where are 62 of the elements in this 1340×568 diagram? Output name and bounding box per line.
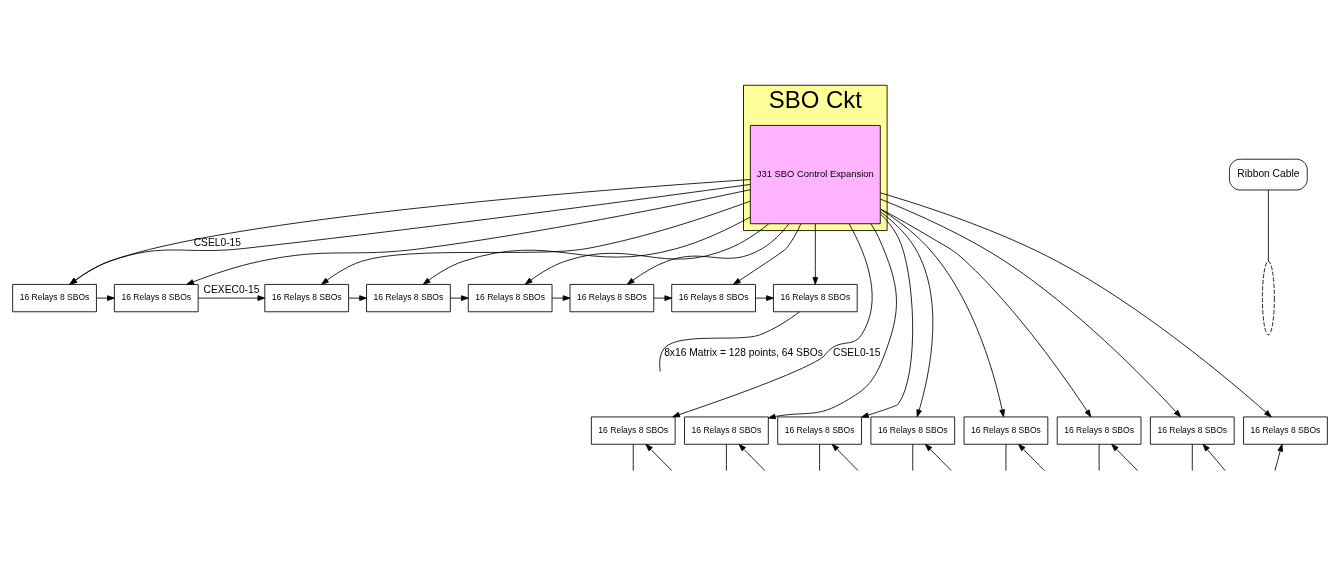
connector xyxy=(1005,443,1007,471)
arrow xyxy=(879,192,1272,418)
node-box: 16 Relays 8 SBOs xyxy=(870,416,956,445)
arrow xyxy=(653,295,673,301)
arrow xyxy=(1202,443,1226,471)
connector xyxy=(1267,189,1269,262)
node-box: 16 Relays 8 SBOs xyxy=(777,416,862,445)
edge-label: CEXEC0-15 xyxy=(203,283,260,295)
connector xyxy=(912,443,914,471)
node-box: Ribbon Cable xyxy=(1229,158,1308,191)
connector xyxy=(819,443,820,471)
node-ellipse xyxy=(1261,260,1275,336)
arrow xyxy=(672,223,873,418)
node-box: 16 Relays 8 SBOs xyxy=(264,284,349,313)
node-box: 16 Relays 8 SBOs xyxy=(569,284,655,313)
node-box: 16 Relays 8 SBOs xyxy=(684,416,769,445)
node-box: 16 Relays 8 SBOs xyxy=(113,284,199,313)
arrow xyxy=(321,200,751,285)
arrow xyxy=(422,216,751,285)
connector xyxy=(726,443,727,471)
arrow xyxy=(1274,443,1283,471)
arrow xyxy=(924,443,952,471)
node-box: 16 Relays 8 SBOs xyxy=(366,284,451,313)
connector xyxy=(1191,443,1193,471)
connector xyxy=(659,311,800,372)
node-box: 16 Relays 8 SBOs xyxy=(1243,416,1328,445)
arrow xyxy=(879,208,1092,418)
node-box: 16 Relays 8 SBOs xyxy=(467,284,553,313)
arrow xyxy=(186,189,751,285)
arrow xyxy=(348,295,367,301)
connector xyxy=(632,443,634,471)
arrow xyxy=(733,223,802,285)
arrow xyxy=(767,223,897,420)
node-box: J31 SBO Control Expansion xyxy=(749,125,881,225)
edge-label: 8x16 Matrix = 128 points, 64 SBOs xyxy=(664,346,823,358)
arrow xyxy=(880,198,1182,418)
arrow xyxy=(96,295,115,301)
arrow xyxy=(879,211,934,418)
edge-label: CSEL0-15 xyxy=(193,236,242,248)
connector xyxy=(1098,443,1100,471)
arrow xyxy=(738,443,766,471)
node-box: 16 Relays 8 SBOs xyxy=(1056,416,1142,445)
edge-label: CSEL0-15 xyxy=(833,346,881,358)
arrow xyxy=(861,213,914,418)
node-box: 16 Relays 8 SBOs xyxy=(1149,416,1235,445)
arrow xyxy=(831,443,859,471)
node-box: 16 Relays 8 SBOs xyxy=(671,284,756,313)
arrow xyxy=(450,295,469,301)
arrow xyxy=(626,223,790,285)
node-box: 16 Relays 8 SBOs xyxy=(590,416,676,445)
node-box: 16 Relays 8 SBOs xyxy=(773,284,858,313)
arrow xyxy=(551,295,571,301)
arrow xyxy=(755,295,774,301)
arrow xyxy=(1111,443,1138,471)
node-box: 16 Relays 8 SBOs xyxy=(963,416,1049,445)
arrow xyxy=(1018,443,1045,471)
arrow xyxy=(197,295,266,301)
arrow xyxy=(524,223,770,285)
arrow xyxy=(645,443,673,471)
arrow xyxy=(880,208,1005,418)
node-box: 16 Relays 8 SBOs xyxy=(12,284,97,313)
arrow xyxy=(812,223,819,285)
